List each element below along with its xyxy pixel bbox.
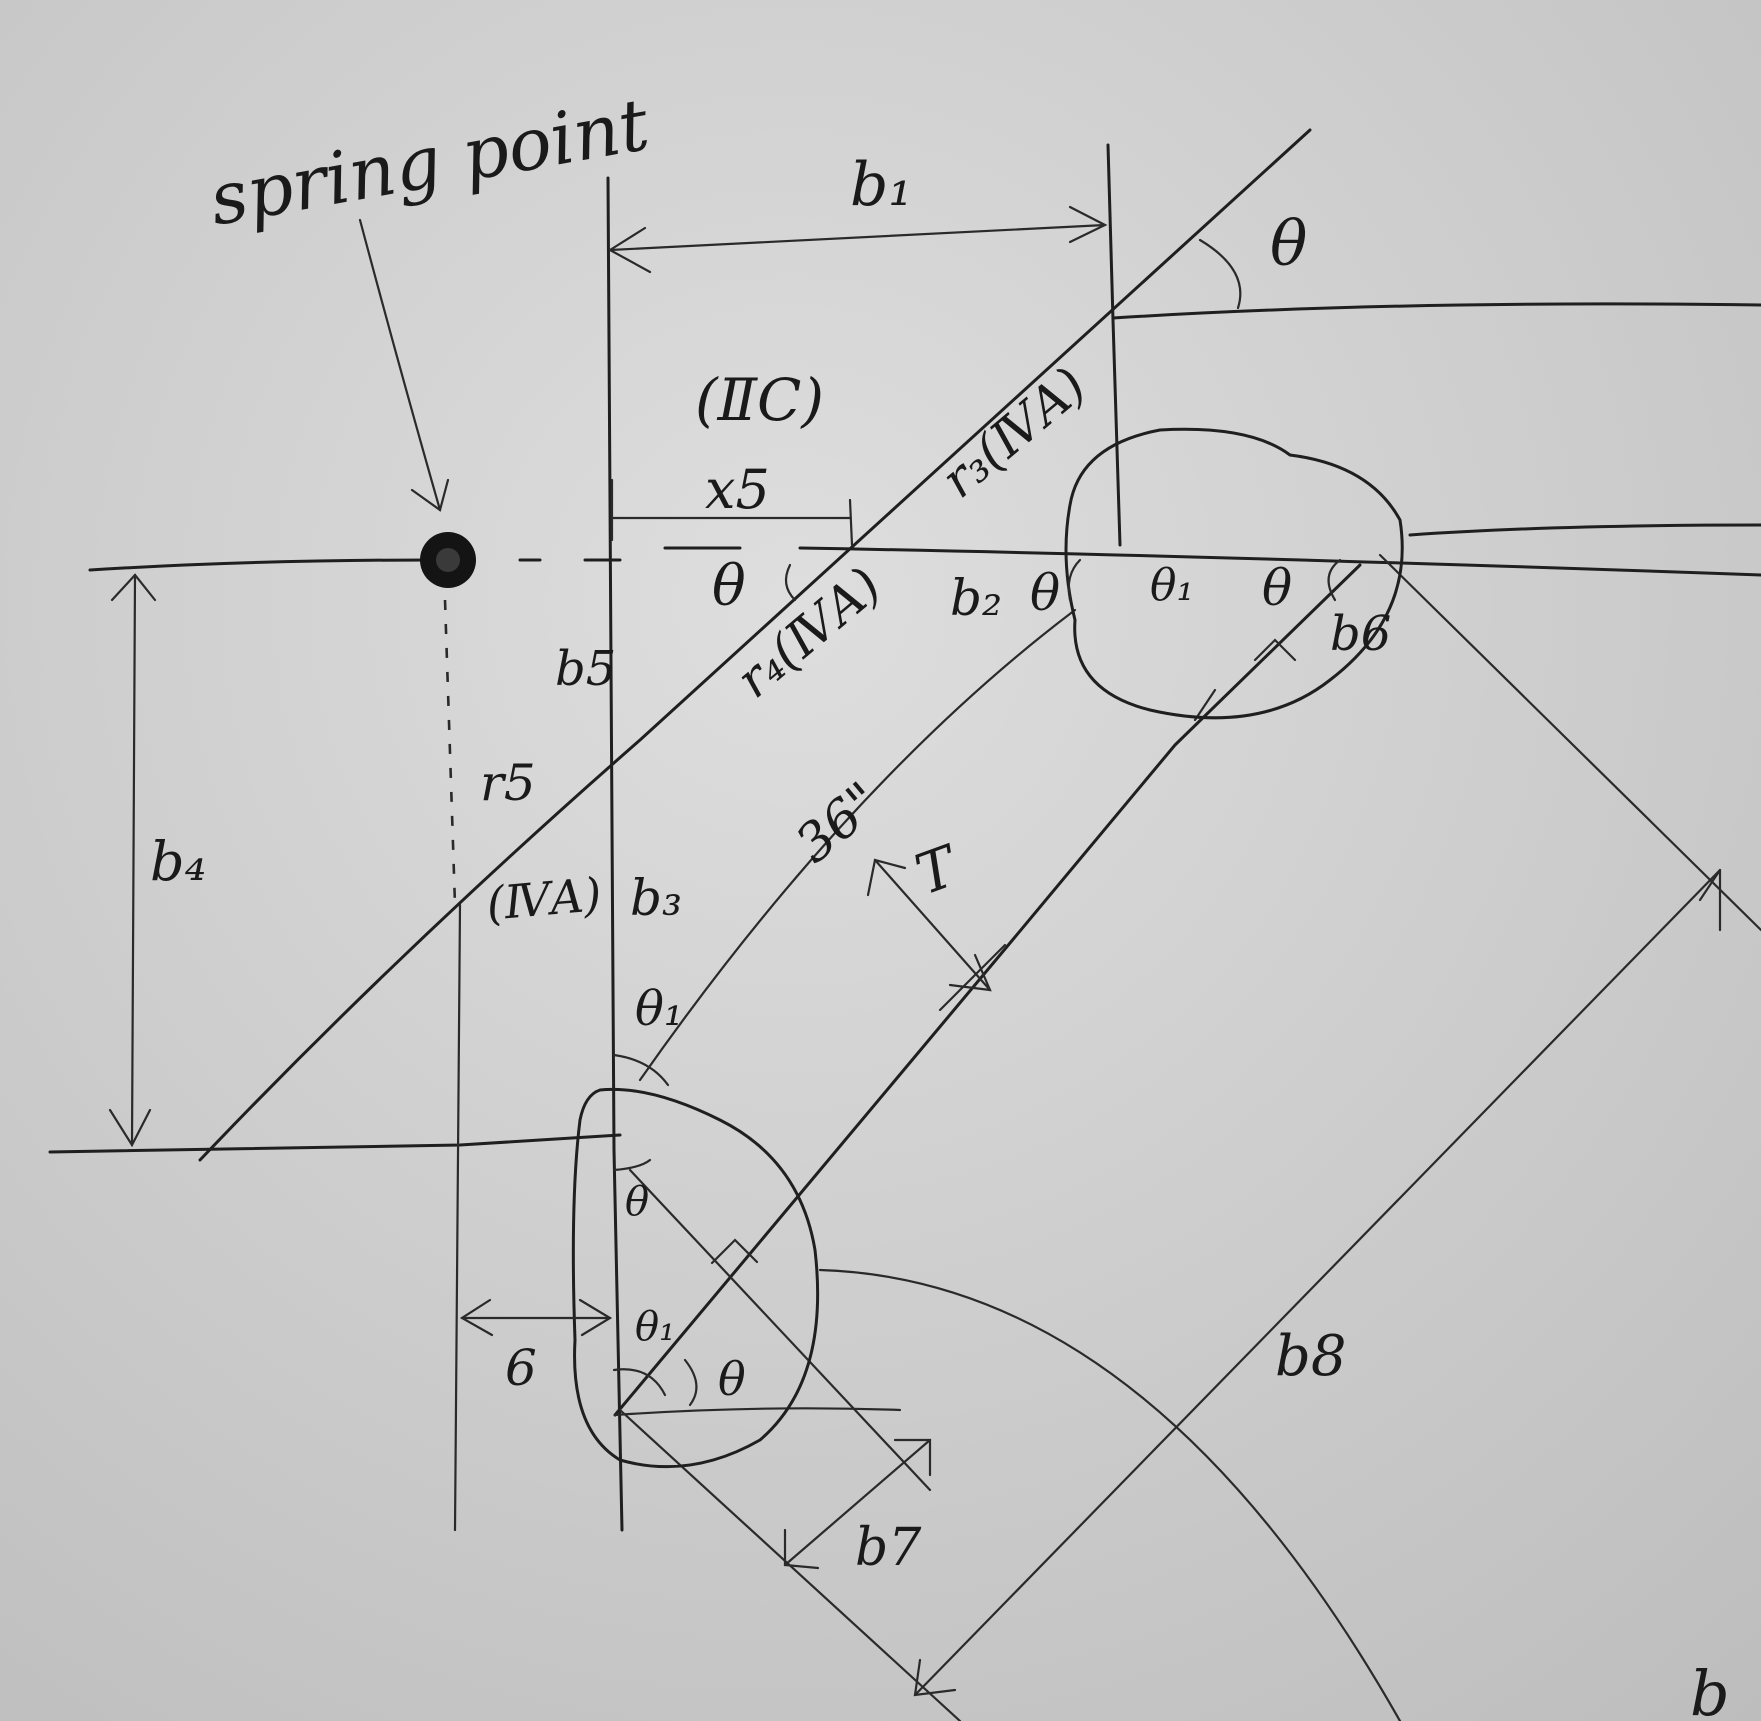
angle-arc-theta1-upper <box>612 1053 670 1087</box>
label-theta-lower: θ <box>625 1179 649 1225</box>
incline-lower <box>613 563 1362 1417</box>
incline-36 <box>638 608 1077 1082</box>
spring-point-dot-highlight <box>436 548 460 572</box>
label-b6: b6 <box>1330 606 1391 662</box>
drawing-lines <box>48 128 1761 1721</box>
angle-arc-mid <box>784 563 797 602</box>
label-b8: b8 <box>1275 1324 1346 1389</box>
right-angle-lower <box>710 1238 759 1265</box>
horizontal-line-top <box>88 546 1761 577</box>
angle-arc-theta-lower <box>612 1158 652 1172</box>
circle-lower-left <box>571 1087 820 1469</box>
label-six: 6 <box>505 1339 537 1397</box>
horizontal-short <box>613 1407 902 1417</box>
label-b2: b₂ <box>950 569 1002 627</box>
vertical-line-left <box>453 903 462 1532</box>
label-theta-top: θ <box>1270 207 1307 280</box>
angle-arc-circle <box>1327 558 1342 602</box>
label-b4: b₄ <box>150 830 206 893</box>
label-b3: b₃ <box>630 869 682 927</box>
angle-arc-theta-right <box>683 1358 698 1407</box>
angle-arc-theta1-lower <box>612 1368 667 1397</box>
label-iic: (ⅡC) <box>695 366 824 434</box>
label-b7: b7 <box>855 1518 922 1578</box>
angle-arc-b2 <box>1067 558 1082 602</box>
circle-upper-right <box>1064 427 1404 720</box>
incline-main <box>198 128 1312 1162</box>
label-theta1-circle: θ₁ <box>1150 560 1194 611</box>
spring-point-dashed <box>443 599 457 906</box>
incline-lower-double <box>938 688 1217 1012</box>
label-theta-mid: θ <box>712 554 746 619</box>
label-theta-b2: θ <box>1030 564 1060 622</box>
label-b5: b5 <box>555 641 616 697</box>
label-theta1-upper: θ₁ <box>635 981 683 1037</box>
label-theta-right: θ <box>718 1352 746 1406</box>
large-arc <box>818 1268 1402 1721</box>
label-x5: x5 <box>705 458 770 521</box>
label-iva: (ⅣA) <box>484 867 603 931</box>
label-theta-circle: θ <box>1262 559 1292 617</box>
label-b-corner: b <box>1690 1657 1730 1721</box>
horizontal-line-upper <box>1111 302 1761 320</box>
horizontal-line-bottom <box>48 1133 622 1154</box>
incline-down-right <box>628 1168 932 1492</box>
vertical-line-b3 <box>606 176 624 1532</box>
right-angle-upper <box>1253 638 1297 662</box>
label-theta1-lower: θ₁ <box>635 1304 675 1350</box>
angle-arc-top <box>1198 238 1242 310</box>
b8-line <box>913 868 1722 1697</box>
label-r5: r5 <box>480 754 536 812</box>
label-b1: b₁ <box>850 150 912 220</box>
dimension-arrows <box>108 205 1722 1697</box>
incline-far <box>1378 553 1761 932</box>
horizontal-line-right <box>1408 523 1761 537</box>
vertical-line-right <box>1106 143 1122 547</box>
